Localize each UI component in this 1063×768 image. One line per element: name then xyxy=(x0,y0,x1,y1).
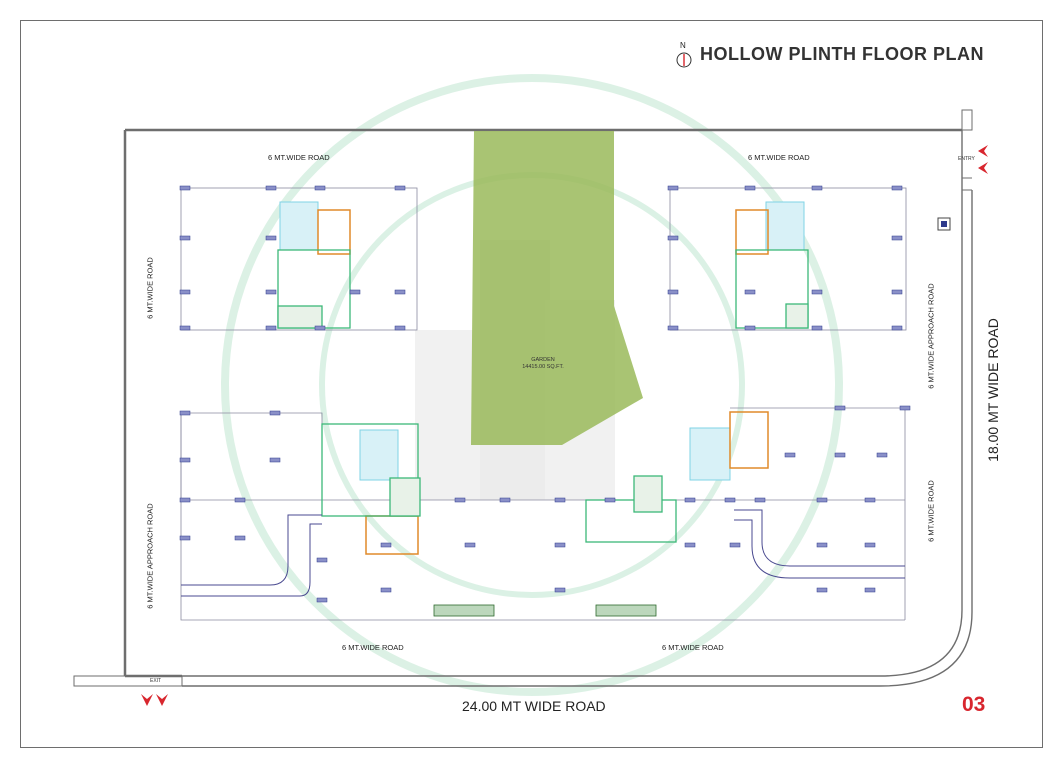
basement-ramps xyxy=(181,509,905,597)
site-boundary xyxy=(73,109,973,687)
service-shafts xyxy=(317,209,769,555)
garden-area xyxy=(471,131,643,445)
road-label-bottom-right: 6 MT.WIDE ROAD xyxy=(662,643,724,652)
garden-area-text: 14415.00 SQ.FT. xyxy=(522,363,564,370)
drawing-frame xyxy=(20,20,1043,748)
structural-columns xyxy=(179,185,911,603)
road-label-left-upper: 6 MT.WIDE ROAD xyxy=(145,257,155,319)
exit-arrows xyxy=(141,694,168,706)
lift-lobbies xyxy=(277,249,809,543)
road-label-left-lower: 6 MT.WIDE APPROACH ROAD xyxy=(145,503,155,609)
north-label: N xyxy=(680,41,686,50)
exit-label: EXIT xyxy=(150,678,162,684)
road-label-top-left: 6 MT.WIDE ROAD xyxy=(268,153,330,162)
road-label-right-lower: 6 MT.WIDE ROAD xyxy=(926,480,936,542)
road-label-right-upper: 6 MT.WIDE APPROACH ROAD xyxy=(926,283,936,389)
road-label-top-right: 6 MT.WIDE ROAD xyxy=(748,153,810,162)
transformer-symbol xyxy=(937,217,951,231)
entry-label: ENTRY xyxy=(958,156,975,162)
stair-cores xyxy=(279,201,805,481)
road-label-bottom-left: 6 MT.WIDE ROAD xyxy=(342,643,404,652)
page-title: HOLLOW PLINTH FLOOR PLAN xyxy=(700,44,984,64)
page-number: 03 xyxy=(962,693,986,716)
garden-name: GARDEN xyxy=(531,357,555,363)
road-label-bottom: 24.00 MT WIDE ROAD xyxy=(462,698,606,714)
north-icon xyxy=(676,52,692,68)
road-label-right: 18.00 MT WIDE ROAD xyxy=(985,318,1001,462)
entry-arrows xyxy=(978,145,988,174)
garden-label: GARDEN 14415.00 SQ.FT. xyxy=(508,357,578,370)
parking-bays xyxy=(433,604,657,617)
